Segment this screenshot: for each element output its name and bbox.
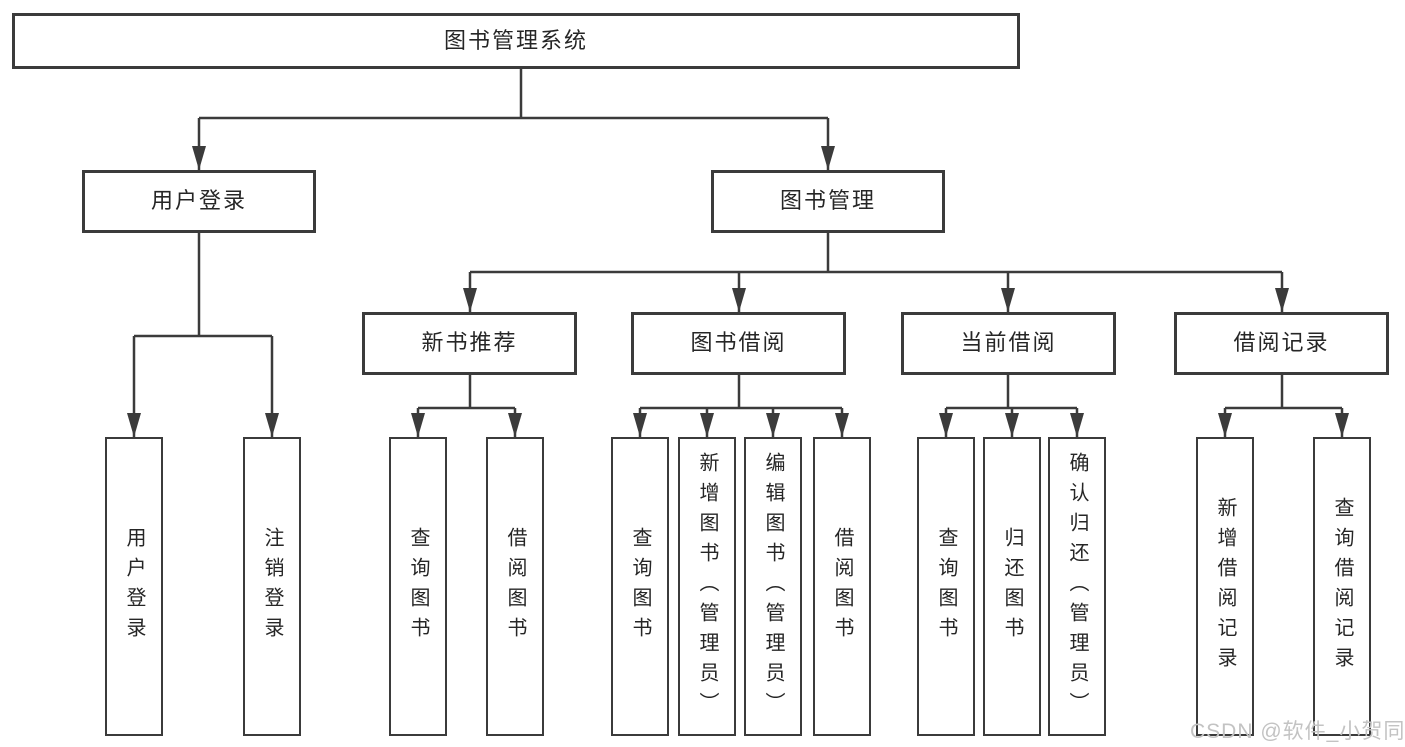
branch-book-borrow <box>640 375 842 410</box>
branch-user-login <box>134 233 272 338</box>
node-leaf-borrow-book-2: 借阅图书 <box>813 437 871 736</box>
node-book-mgmt: 图书管理 <box>711 170 945 233</box>
node-leaf-query-book-3: 查询图书 <box>917 437 975 736</box>
branch-book-mgmt <box>470 233 1282 274</box>
node-root: 图书管理系统 <box>12 13 1020 69</box>
branch-borrow-record <box>1225 375 1342 410</box>
node-book-borrow: 图书借阅 <box>631 312 846 375</box>
csdn-watermark: CSDN @软件_小贺同学 <box>1190 720 1405 743</box>
node-leaf-logout: 注销登录 <box>243 437 301 736</box>
node-leaf-borrow-book-1: 借阅图书 <box>486 437 544 736</box>
node-leaf-query-book-1: 查询图书 <box>389 437 447 736</box>
node-current-borrow: 当前借阅 <box>901 312 1116 375</box>
branch-current-borrow <box>946 375 1077 410</box>
node-leaf-query-record: 查询借阅记录 <box>1313 437 1371 736</box>
branch-new-book-rec <box>418 375 515 410</box>
node-borrow-record: 借阅记录 <box>1174 312 1389 375</box>
node-leaf-return-book: 归还图书 <box>983 437 1041 736</box>
node-leaf-edit-book: 编辑图书（管理员） <box>744 437 802 736</box>
node-leaf-user-login: 用户登录 <box>105 437 163 736</box>
node-new-book-rec: 新书推荐 <box>362 312 577 375</box>
node-leaf-add-book: 新增图书（管理员） <box>678 437 736 736</box>
branch-root <box>199 68 828 120</box>
node-leaf-add-record: 新增借阅记录 <box>1196 437 1254 736</box>
node-leaf-query-book-2: 查询图书 <box>611 437 669 736</box>
node-leaf-confirm-return: 确认归还（管理员） <box>1048 437 1106 736</box>
node-user-login: 用户登录 <box>82 170 316 233</box>
